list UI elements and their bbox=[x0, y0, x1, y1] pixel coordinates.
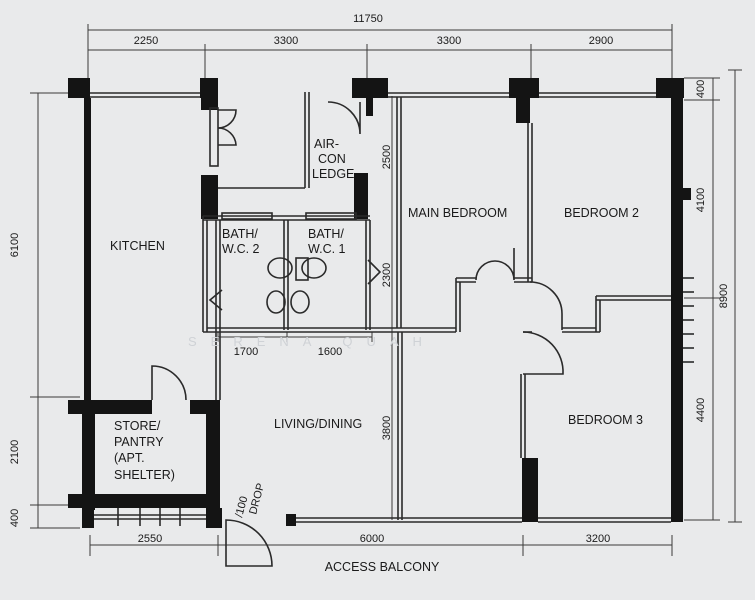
label-bedroom-3: BEDROOM 3 bbox=[568, 413, 643, 427]
label-aircon-3: LEDGE bbox=[312, 167, 354, 181]
walls bbox=[68, 78, 691, 528]
dim-bottom-3: 3200 bbox=[586, 533, 610, 545]
label-aircon-2: CON bbox=[318, 152, 346, 166]
dim-left-3: 400 bbox=[9, 509, 21, 527]
sanitary-fixtures bbox=[221, 212, 357, 314]
dimension-labels: 11750 2250 3300 3300 2900 2550 6000 3200… bbox=[9, 13, 730, 545]
label-store-1: STORE/ bbox=[114, 419, 161, 433]
dim-left-1: 6100 bbox=[9, 233, 21, 257]
room-labels: KITCHEN AIR- CON LEDGE BATH/ W.C. 2 BATH… bbox=[110, 137, 643, 574]
label-kitchen: KITCHEN bbox=[110, 239, 165, 253]
label-store-3: (APT. bbox=[114, 451, 145, 465]
dim-right-2: 4100 bbox=[695, 188, 707, 212]
label-bedroom-2: BEDROOM 2 bbox=[564, 206, 639, 220]
label-bath1-1: BATH/ bbox=[308, 227, 344, 241]
dim-overall-width: 11750 bbox=[353, 13, 383, 25]
dim-mb-upper: 2500 bbox=[381, 145, 393, 169]
label-store-4: SHELTER) bbox=[114, 468, 175, 482]
dim-overall-depth: 8900 bbox=[718, 284, 730, 308]
dim-mb-lower: 2300 bbox=[381, 263, 393, 287]
label-bath2-1: BATH/ bbox=[222, 227, 258, 241]
label-bath1-2: W.C. 1 bbox=[308, 242, 346, 256]
store-window bbox=[117, 508, 181, 526]
dim-bath1-width: 1600 bbox=[318, 346, 342, 358]
dim-bottom-2: 6000 bbox=[360, 533, 384, 545]
label-main-bedroom: MAIN BEDROOM bbox=[408, 206, 507, 220]
label-drop-1: /100 bbox=[233, 495, 250, 519]
dim-bath2-width: 1700 bbox=[234, 346, 258, 358]
label-living-dining: LIVING/DINING bbox=[274, 417, 362, 431]
label-drop-2: DROP bbox=[247, 482, 267, 516]
dim-top-4: 2900 bbox=[589, 35, 613, 47]
label-store-2: PANTRY bbox=[114, 435, 164, 449]
watermark: SERENA QUAH bbox=[188, 334, 436, 349]
dim-top-2: 3300 bbox=[274, 35, 298, 47]
label-bath2-2: W.C. 2 bbox=[222, 242, 260, 256]
label-aircon-1: AIR- bbox=[314, 137, 339, 151]
dim-living-depth: 3800 bbox=[381, 416, 393, 440]
dim-right-1: 400 bbox=[695, 80, 707, 98]
dim-right-3: 4400 bbox=[695, 398, 707, 422]
dim-top-1: 2250 bbox=[134, 35, 158, 47]
dim-bottom-1: 2550 bbox=[138, 533, 162, 545]
doors bbox=[151, 101, 564, 567]
label-access-balcony: ACCESS BALCONY bbox=[325, 560, 440, 574]
dim-left-2: 2100 bbox=[9, 440, 21, 464]
dim-top-3: 3300 bbox=[437, 35, 461, 47]
facade-louvres bbox=[683, 277, 694, 363]
